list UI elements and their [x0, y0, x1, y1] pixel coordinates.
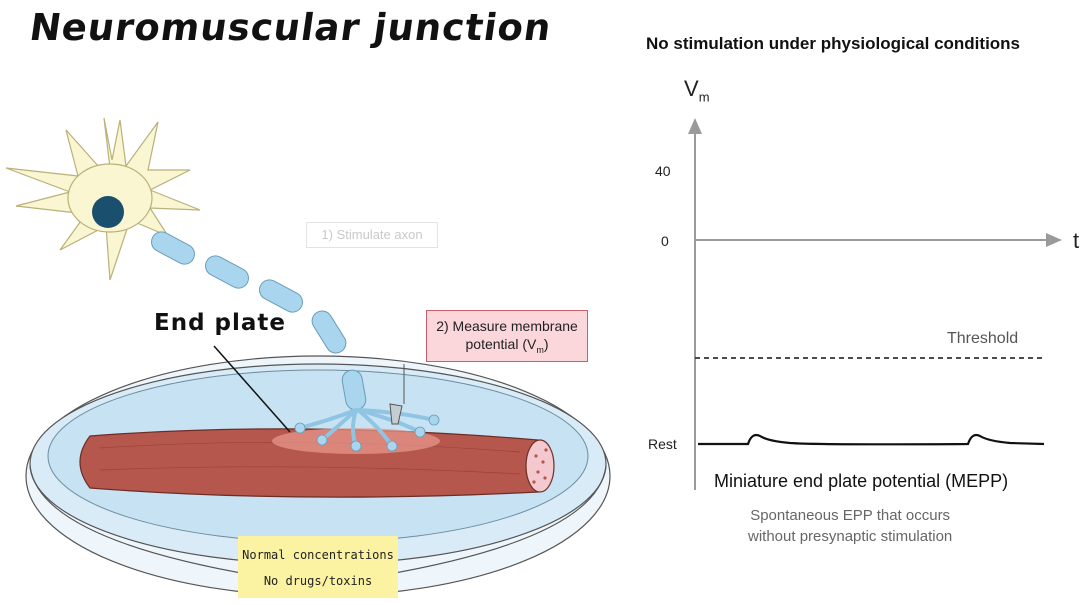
note-line-2: No drugs/toxins	[263, 574, 373, 588]
mepp-label: Miniature end plate potential (MEPP)	[714, 471, 1009, 491]
y-axis-arrow	[688, 118, 702, 134]
measure-label-line1: 2) Measure membrane	[436, 318, 578, 334]
threshold-label: Threshold	[947, 330, 1019, 347]
x-axis-arrow	[1046, 233, 1062, 247]
y-axis-label-main: V	[684, 76, 699, 101]
stimulate-axon-label: 1) Stimulate axon	[306, 222, 438, 248]
measure-membrane-label: 2) Measure membrane potential (Vm)	[426, 310, 588, 362]
y-axis-label: Vm	[684, 76, 710, 104]
electrode	[389, 364, 405, 425]
conditions-note: Normal concentrations No drugs/toxins	[238, 536, 398, 598]
end-plate-label: End plate	[154, 310, 287, 336]
mepp-desc-line1: Spontaneous EPP that occurs	[750, 507, 951, 524]
neuromuscular-diagram	[5, 117, 611, 597]
terminal-boutons	[294, 414, 440, 452]
measure-label-sub: m	[536, 344, 544, 355]
tick-label-40: 40	[655, 163, 671, 179]
y-axis-label-sub: m	[698, 89, 710, 105]
mepp-desc-line2: without presynaptic stimulation	[748, 528, 953, 545]
tick-label-rest: Rest	[648, 436, 677, 452]
tick-label-0: 0	[661, 233, 669, 249]
measure-label-line2: potential (V	[465, 336, 537, 352]
trace-line	[698, 433, 1045, 446]
x-axis-label: t	[1073, 228, 1080, 253]
muscle-fiber	[79, 428, 555, 498]
measure-label-end: )	[543, 336, 549, 352]
end-plate-pointer	[213, 345, 291, 433]
note-line-1: Normal concentrations	[242, 548, 394, 562]
graph-title: No stimulation under physiological condi…	[646, 34, 1021, 53]
nucleus	[92, 196, 124, 228]
mepp-description: Spontaneous EPP that occurs without pres…	[748, 505, 952, 547]
